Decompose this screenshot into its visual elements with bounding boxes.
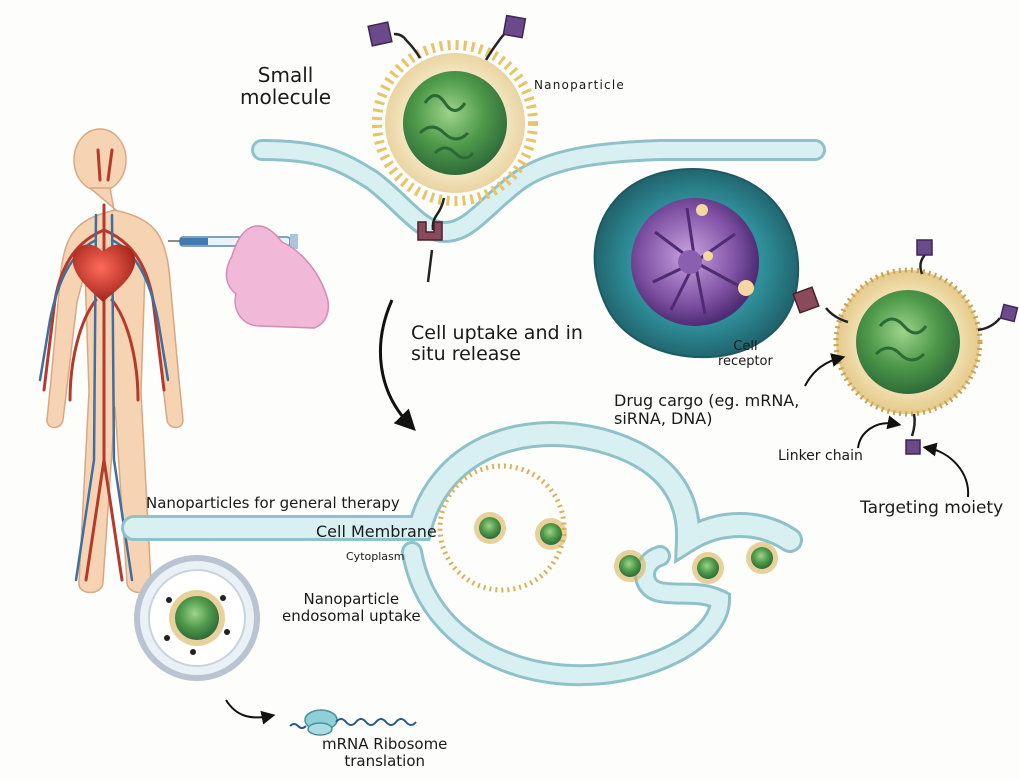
cell-membrane-label: Cell Membrane — [316, 523, 437, 541]
mrna-translation-label: mRNA Ribosome translation — [322, 736, 447, 770]
drug-cargo-label: Drug cargo (eg. mRNA, siRNA, DNA) — [614, 392, 799, 428]
uptake-arrow — [380, 300, 410, 425]
receptor-icon — [793, 287, 819, 313]
targeting-ligand-icon — [368, 16, 525, 46]
targeting-moiety-label: Targeting moiety — [860, 499, 1003, 518]
cytoplasm-label: Cytoplasm — [346, 551, 404, 563]
small-molecule-label: Small molecule — [240, 64, 331, 109]
nanoparticle-icon — [746, 542, 778, 574]
nanoparticle-icon — [614, 550, 646, 582]
nanoparticle-icon — [692, 552, 724, 584]
gloved-hand — [226, 226, 328, 328]
right-nanoparticle — [836, 270, 980, 414]
cell-receptor-label: Cell receptor — [718, 340, 773, 369]
nanoparticle-icon — [535, 518, 567, 550]
ribosome-icon — [290, 710, 416, 735]
target-cell — [595, 169, 799, 357]
cell-uptake-label: Cell uptake and in situ release — [411, 323, 583, 366]
linker-chain-label: Linker chain — [778, 449, 863, 465]
endosome — [137, 558, 257, 678]
translation-arrow — [226, 700, 270, 717]
nanoparticle-label: Nanoparticle — [534, 79, 625, 92]
endosomal-uptake-label: Nanoparticle endosomal uptake — [282, 591, 421, 625]
nanoparticle-icon — [474, 512, 506, 544]
general-therapy-label: Nanoparticles for general therapy — [146, 495, 400, 512]
